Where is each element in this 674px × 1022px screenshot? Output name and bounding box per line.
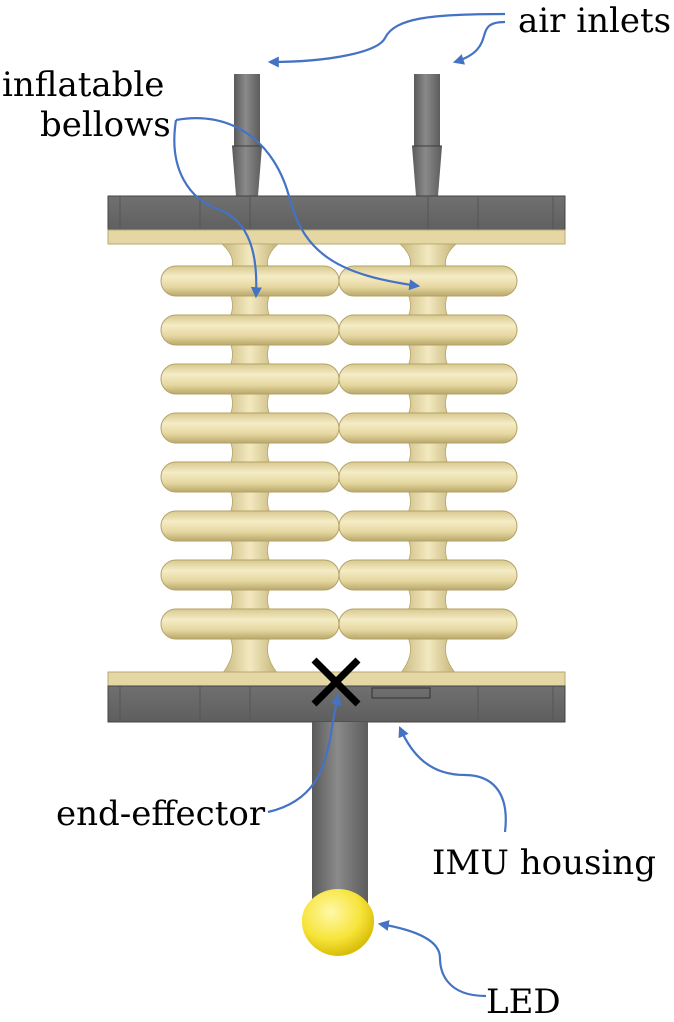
inflatable-label: inflatable [2,65,165,105]
bellows-torus [160,559,340,591]
bellows-torus [160,412,340,444]
bellows-torus [338,559,518,591]
air-inlet-tube-right [412,74,442,196]
imu-housing-slot [371,687,431,699]
bellows-torus [160,314,340,346]
bellows-torus [338,412,518,444]
air-inlet-tube-left [232,74,262,196]
bellows-arrow-right [175,117,421,291]
bellows-torus [338,363,518,395]
imu-housing-arrow [398,725,507,833]
bottom-plate [107,671,566,723]
inflatable-bellows [160,243,518,675]
end-effector-label: end-effector [56,794,266,834]
bellows-torus [338,265,518,297]
bellows-torus [160,363,340,395]
bellows-torus [160,461,340,493]
bellows-torus [160,265,340,297]
air-inlet-arrow-right [452,20,506,65]
bellows-torus [338,608,518,640]
bellows-torus [160,510,340,542]
end-effector-rod [312,722,368,912]
led-sphere [302,889,374,955]
led-arrow [377,920,487,998]
bellows-arrow-left [173,119,262,299]
led-label: LED [486,982,561,1022]
end-effector-marker [311,657,361,707]
bellows-label: bellows [40,105,171,145]
bellows-torus [160,608,340,640]
bellows-torus [338,314,518,346]
annotation-arrows [173,12,507,998]
top-plate [107,195,566,245]
air-inlet-arrow-left [267,12,506,68]
end-effector-arrow [267,693,342,814]
bellows-torus [338,510,518,542]
bellows-torus [338,461,518,493]
imu-housing-label: IMU housing [432,843,656,883]
air-inlets-label: air inlets [518,1,672,41]
